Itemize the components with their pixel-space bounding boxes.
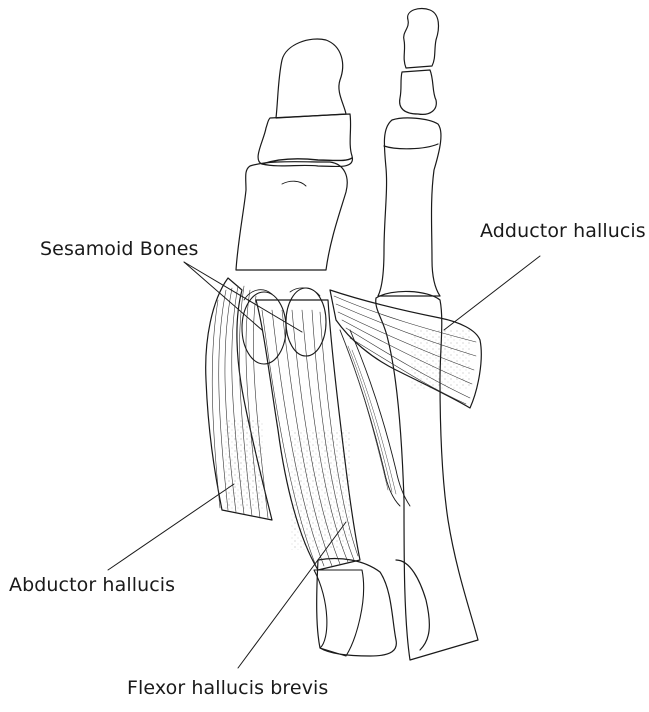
second-toe-distal-phalanx <box>404 8 439 68</box>
abductor-leader <box>108 484 234 570</box>
sesamoid-leader-2 <box>184 262 302 332</box>
sesamoid-bones-label: Sesamoid Bones <box>40 238 199 260</box>
medial-sesamoid <box>242 292 286 364</box>
sesamoid-leader-1 <box>184 262 262 330</box>
adductor-hallucis-muscle <box>330 290 481 506</box>
flexor-hallucis-brevis-label: Flexor hallucis brevis <box>127 677 328 699</box>
tarsal-bones <box>317 559 430 657</box>
medial-cuneiform <box>317 559 397 657</box>
lateral-sesamoid <box>286 288 326 356</box>
great-toe <box>236 39 352 270</box>
adductor-leader <box>444 256 540 330</box>
abductor-hallucis-label: Abductor hallucis <box>9 574 175 596</box>
second-toe-proximal-phalanx <box>378 118 441 296</box>
adductor-hallucis-label: Adductor hallucis <box>480 220 646 242</box>
second-toe-middle-phalanx <box>400 70 437 114</box>
great-toe-distal-phalanx <box>276 39 346 118</box>
abductor-hallucis-muscle <box>206 278 272 520</box>
first-metatarsal-base <box>314 570 364 656</box>
first-metatarsal <box>236 162 347 270</box>
